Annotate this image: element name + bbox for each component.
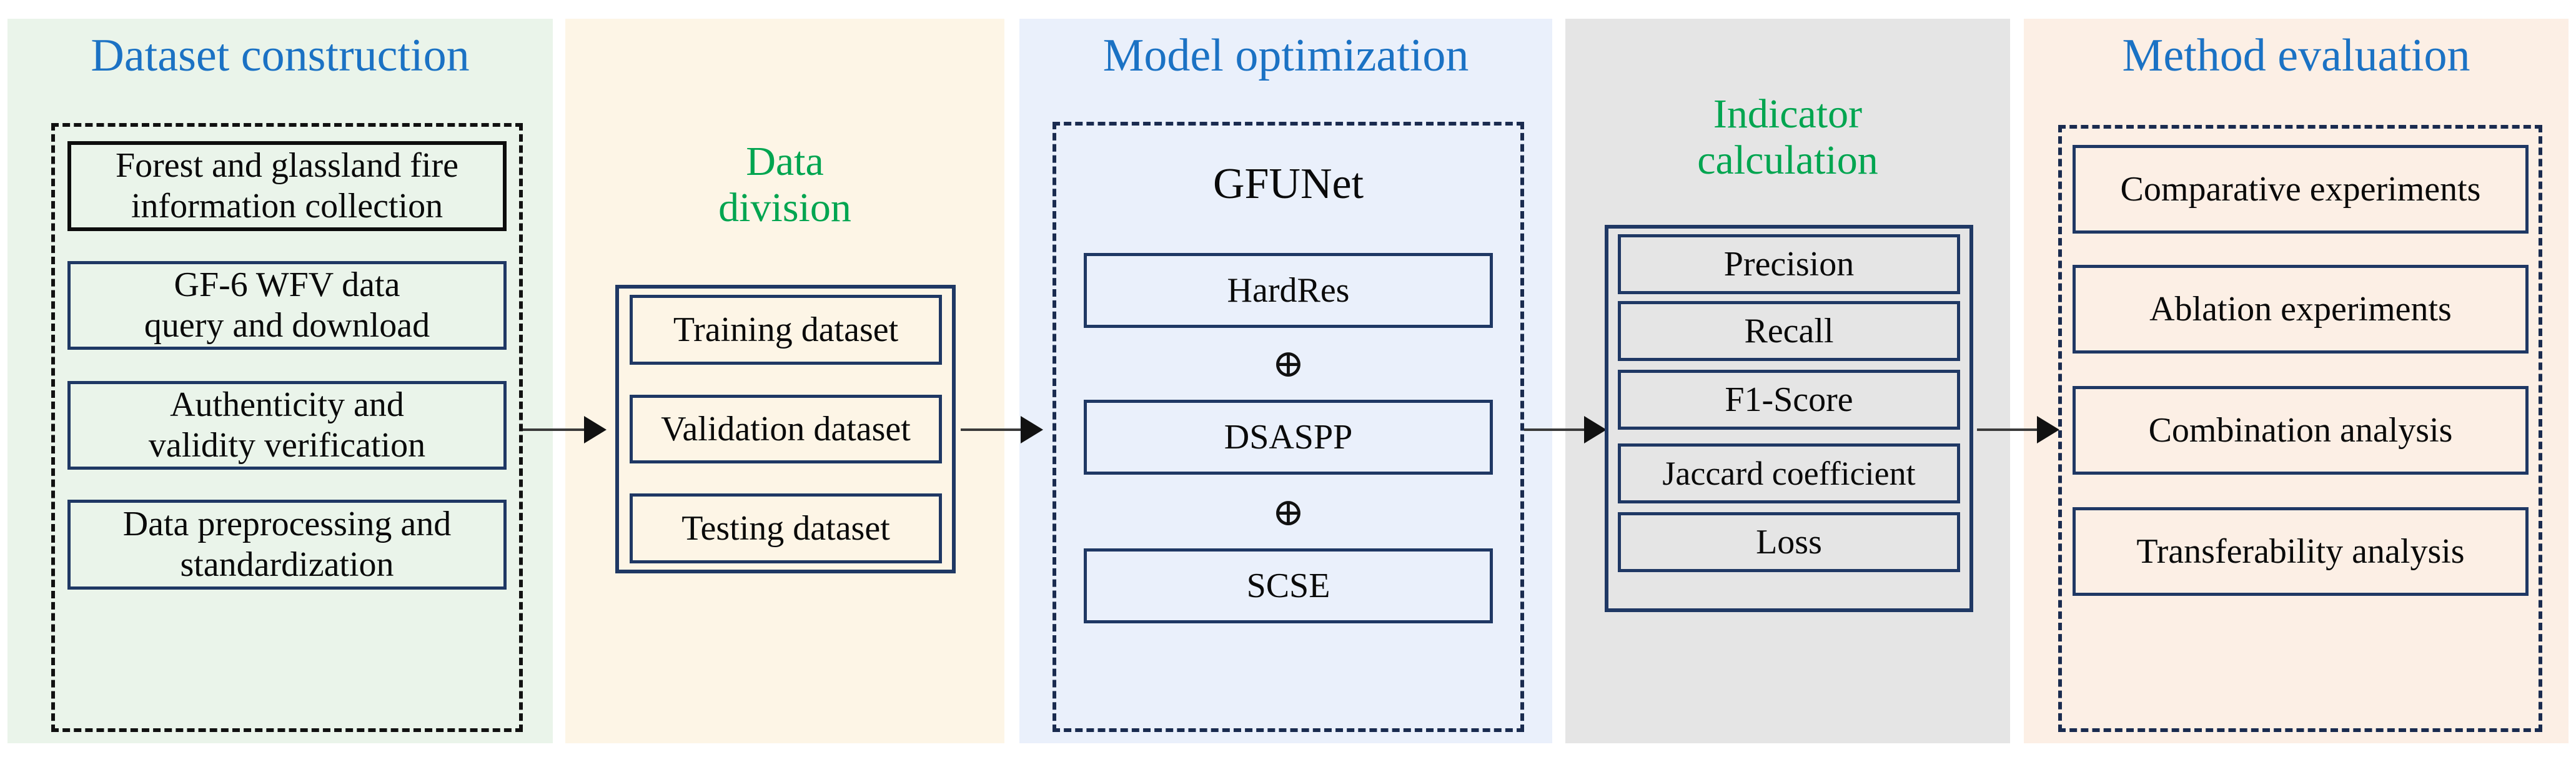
group-container-indicator-calculation	[1605, 225, 1973, 612]
arrow-dataset-to-division	[523, 428, 604, 431]
dashed-container-method-evaluation	[2058, 125, 2542, 732]
item-box-recall[interactable]: Recall	[1618, 301, 1960, 361]
item-box-comparative-experiments[interactable]: Comparative experiments	[2073, 145, 2529, 234]
plus-operator-icon-1: ⊕	[1272, 343, 1305, 385]
model-name-label: GFUNet	[1212, 160, 1364, 208]
item-box-validation-dataset[interactable]: Validation dataset	[630, 395, 942, 463]
item-box-testing-dataset[interactable]: Testing dataset	[630, 493, 942, 563]
item-box-transferability-analysis[interactable]: Transferability analysis	[2073, 507, 2529, 596]
arrow-model-to-indicator	[1524, 428, 1604, 431]
item-box-training-dataset[interactable]: Training dataset	[630, 295, 942, 365]
stage-heading-dataset-construction: Dataset construction	[91, 30, 470, 81]
dashed-container-model-optimization	[1053, 122, 1524, 732]
panel-indicator-calculation	[1565, 19, 2010, 743]
item-box-forest-fire-info-collection[interactable]: Forest and glassland fire information co…	[67, 141, 507, 231]
stage-heading-data-division: Data division	[718, 139, 851, 230]
item-box-scse[interactable]: SCSE	[1084, 548, 1493, 623]
item-box-authenticity-validity-verification[interactable]: Authenticity and validity verification	[67, 381, 507, 470]
item-box-ablation-experiments[interactable]: Ablation experiments	[2073, 265, 2529, 354]
item-box-f1-score[interactable]: F1-Score	[1618, 370, 1960, 430]
stage-heading-method-evaluation: Method evaluation	[2122, 30, 2470, 81]
stage-heading-model-optimization: Model optimization	[1102, 30, 1469, 81]
item-box-gf6-wfv-data-query[interactable]: GF-6 WFV data query and download	[67, 261, 507, 350]
plus-operator-icon-2: ⊕	[1272, 492, 1305, 534]
item-box-data-preprocessing-standardization[interactable]: Data preprocessing and standardization	[67, 500, 507, 590]
item-box-combination-analysis[interactable]: Combination analysis	[2073, 386, 2529, 475]
group-container-data-division	[615, 285, 956, 573]
item-box-jaccard-coefficient[interactable]: Jaccard coefficient	[1618, 443, 1960, 503]
dashed-container-dataset-construction	[51, 123, 523, 732]
item-box-precision[interactable]: Precision	[1618, 234, 1960, 294]
panel-data-division	[565, 19, 1004, 743]
item-box-hardres[interactable]: HardRes	[1084, 253, 1493, 328]
item-box-dsaspp[interactable]: DSASPP	[1084, 400, 1493, 475]
panel-method-evaluation	[2024, 19, 2569, 743]
item-box-loss[interactable]: Loss	[1618, 512, 1960, 572]
stage-heading-indicator-calculation: Indicator calculation	[1697, 91, 1878, 183]
arrow-indicator-to-evaluation	[1977, 428, 2057, 431]
arrow-division-to-model	[961, 428, 1041, 431]
